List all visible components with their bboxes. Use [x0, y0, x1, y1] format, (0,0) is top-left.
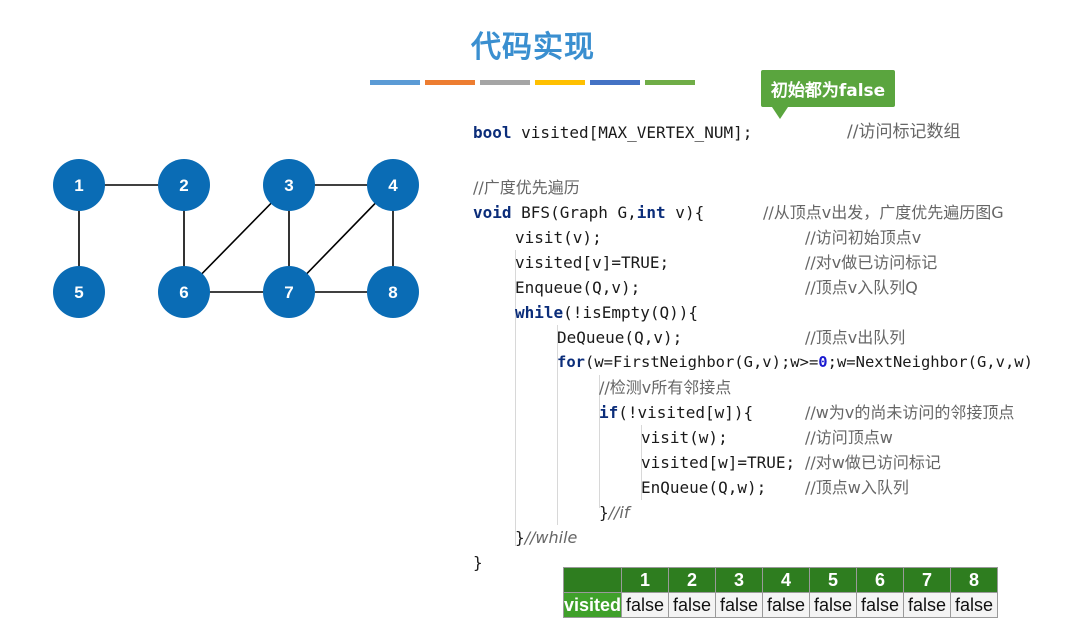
graph-node-2: 2 [158, 159, 210, 211]
indent-guide [557, 325, 558, 525]
code-line-dequeue: DeQueue(Q,v); [557, 328, 683, 347]
header-corner [562, 567, 623, 593]
visited-label: visited [562, 592, 623, 618]
comment-if: //w为v的尚未访问的邻接顶点 [805, 403, 1015, 422]
callout-arrow [772, 107, 788, 119]
visited-value-7: false [903, 592, 952, 618]
node-circle [263, 159, 315, 211]
graph-diagram: 1 2 3 4 5 6 7 8 [53, 159, 419, 318]
accent-bar-2 [425, 80, 475, 85]
node-label: 7 [284, 283, 293, 302]
graph-node-5: 5 [53, 266, 105, 318]
node-label: 1 [74, 176, 83, 195]
comment-visited: //对v做已访问标记 [805, 253, 938, 272]
node-label: 6 [179, 283, 188, 302]
comment-sig: //从顶点v出发，广度优先遍历图G [763, 203, 1004, 222]
graph-node-4: 4 [367, 159, 419, 211]
graph-node-1: 1 [53, 159, 105, 211]
kw-bool: bool [473, 123, 512, 142]
code-line-visitw: visit(w); [641, 428, 728, 447]
visited-value-2: false [668, 592, 717, 618]
visited-value-6: false [856, 592, 905, 618]
comment-check: //检测v所有邻接点 [599, 378, 732, 397]
comment-visit: //访问初始顶点v [805, 228, 922, 247]
init-false-callout: 初始都为false [761, 70, 895, 107]
comment-enqueue: //顶点v入队列Q [805, 278, 918, 297]
code-line-enqueuew: EnQueue(Q,w); [641, 478, 767, 497]
code-line-visited: visited[v]=TRUE; [515, 253, 670, 272]
node-circle [367, 266, 419, 318]
comment-decl: //访问标记数组 [847, 122, 961, 142]
visited-header-5: 5 [809, 567, 858, 593]
code-line-decl: bool visited[MAX_VERTEX_NUM]; [473, 120, 752, 145]
accent-bar-1 [370, 80, 420, 85]
node-circle [53, 266, 105, 318]
accent-bar-5 [590, 80, 640, 85]
graph-node-3: 3 [263, 159, 315, 211]
code-decl-rest: visited[MAX_VERTEX_NUM]; [511, 123, 753, 142]
node-label: 4 [388, 176, 398, 195]
code-line-while: while(!isEmpty(Q)){ [515, 303, 699, 322]
node-circle [53, 159, 105, 211]
node-label: 3 [284, 176, 293, 195]
graph-nodes: 1 2 3 4 5 6 7 8 [53, 159, 419, 318]
code-line-for: for(w=FirstNeighbor(G,v);w>=0;w=NextNeig… [557, 353, 1033, 371]
indent-guide [515, 250, 516, 546]
visited-value-4: false [762, 592, 811, 618]
visited-value-1: false [621, 592, 670, 618]
visited-header-6: 6 [856, 567, 905, 593]
accent-bar-6 [645, 80, 695, 85]
visited-header-7: 7 [903, 567, 952, 593]
comment-dequeue: //顶点v出队列 [805, 328, 906, 347]
comment-visitw: //访问顶点w [805, 428, 893, 447]
visited-header-3: 3 [715, 567, 764, 593]
graph-node-6: 6 [158, 266, 210, 318]
comment-enqueuew: //顶点w入队列 [805, 478, 909, 497]
code-line-visit: visit(v); [515, 228, 602, 247]
code-line-endif: }//if [599, 503, 630, 522]
node-label: 2 [179, 176, 188, 195]
node-label: 5 [74, 283, 83, 302]
visited-value-8: false [950, 592, 999, 618]
graph-node-8: 8 [367, 266, 419, 318]
node-label: 8 [388, 283, 397, 302]
node-circle [158, 266, 210, 318]
visited-header-4: 4 [762, 567, 811, 593]
code-line-visitedw: visited[w]=TRUE; [641, 453, 796, 472]
visited-value-5: false [809, 592, 858, 618]
accent-bar-4 [535, 80, 585, 85]
visited-header-8: 8 [950, 567, 999, 593]
comment-visitedw: //对w做已访问标记 [805, 453, 941, 472]
visited-header-2: 2 [668, 567, 717, 593]
comment-bfs: //广度优先遍历 [473, 178, 580, 197]
visited-header-1: 1 [621, 567, 670, 593]
node-circle [158, 159, 210, 211]
node-circle [263, 266, 315, 318]
code-line-sig: void BFS(Graph G,int v){ [473, 203, 705, 222]
code-line-enqueue: Enqueue(Q,v); [515, 278, 641, 297]
indent-guide [641, 425, 642, 500]
indent-guide [599, 375, 600, 508]
graph-edges [78, 184, 394, 293]
code-line-end: } [473, 553, 483, 572]
node-circle [367, 159, 419, 211]
code-line-endwhile: }//while [515, 528, 578, 547]
visited-value-3: false [715, 592, 764, 618]
page-title: 代码实现 [471, 30, 595, 65]
graph-node-7: 7 [263, 266, 315, 318]
accent-bar-3 [480, 80, 530, 85]
code-line-if: if(!visited[w]){ [599, 403, 754, 422]
